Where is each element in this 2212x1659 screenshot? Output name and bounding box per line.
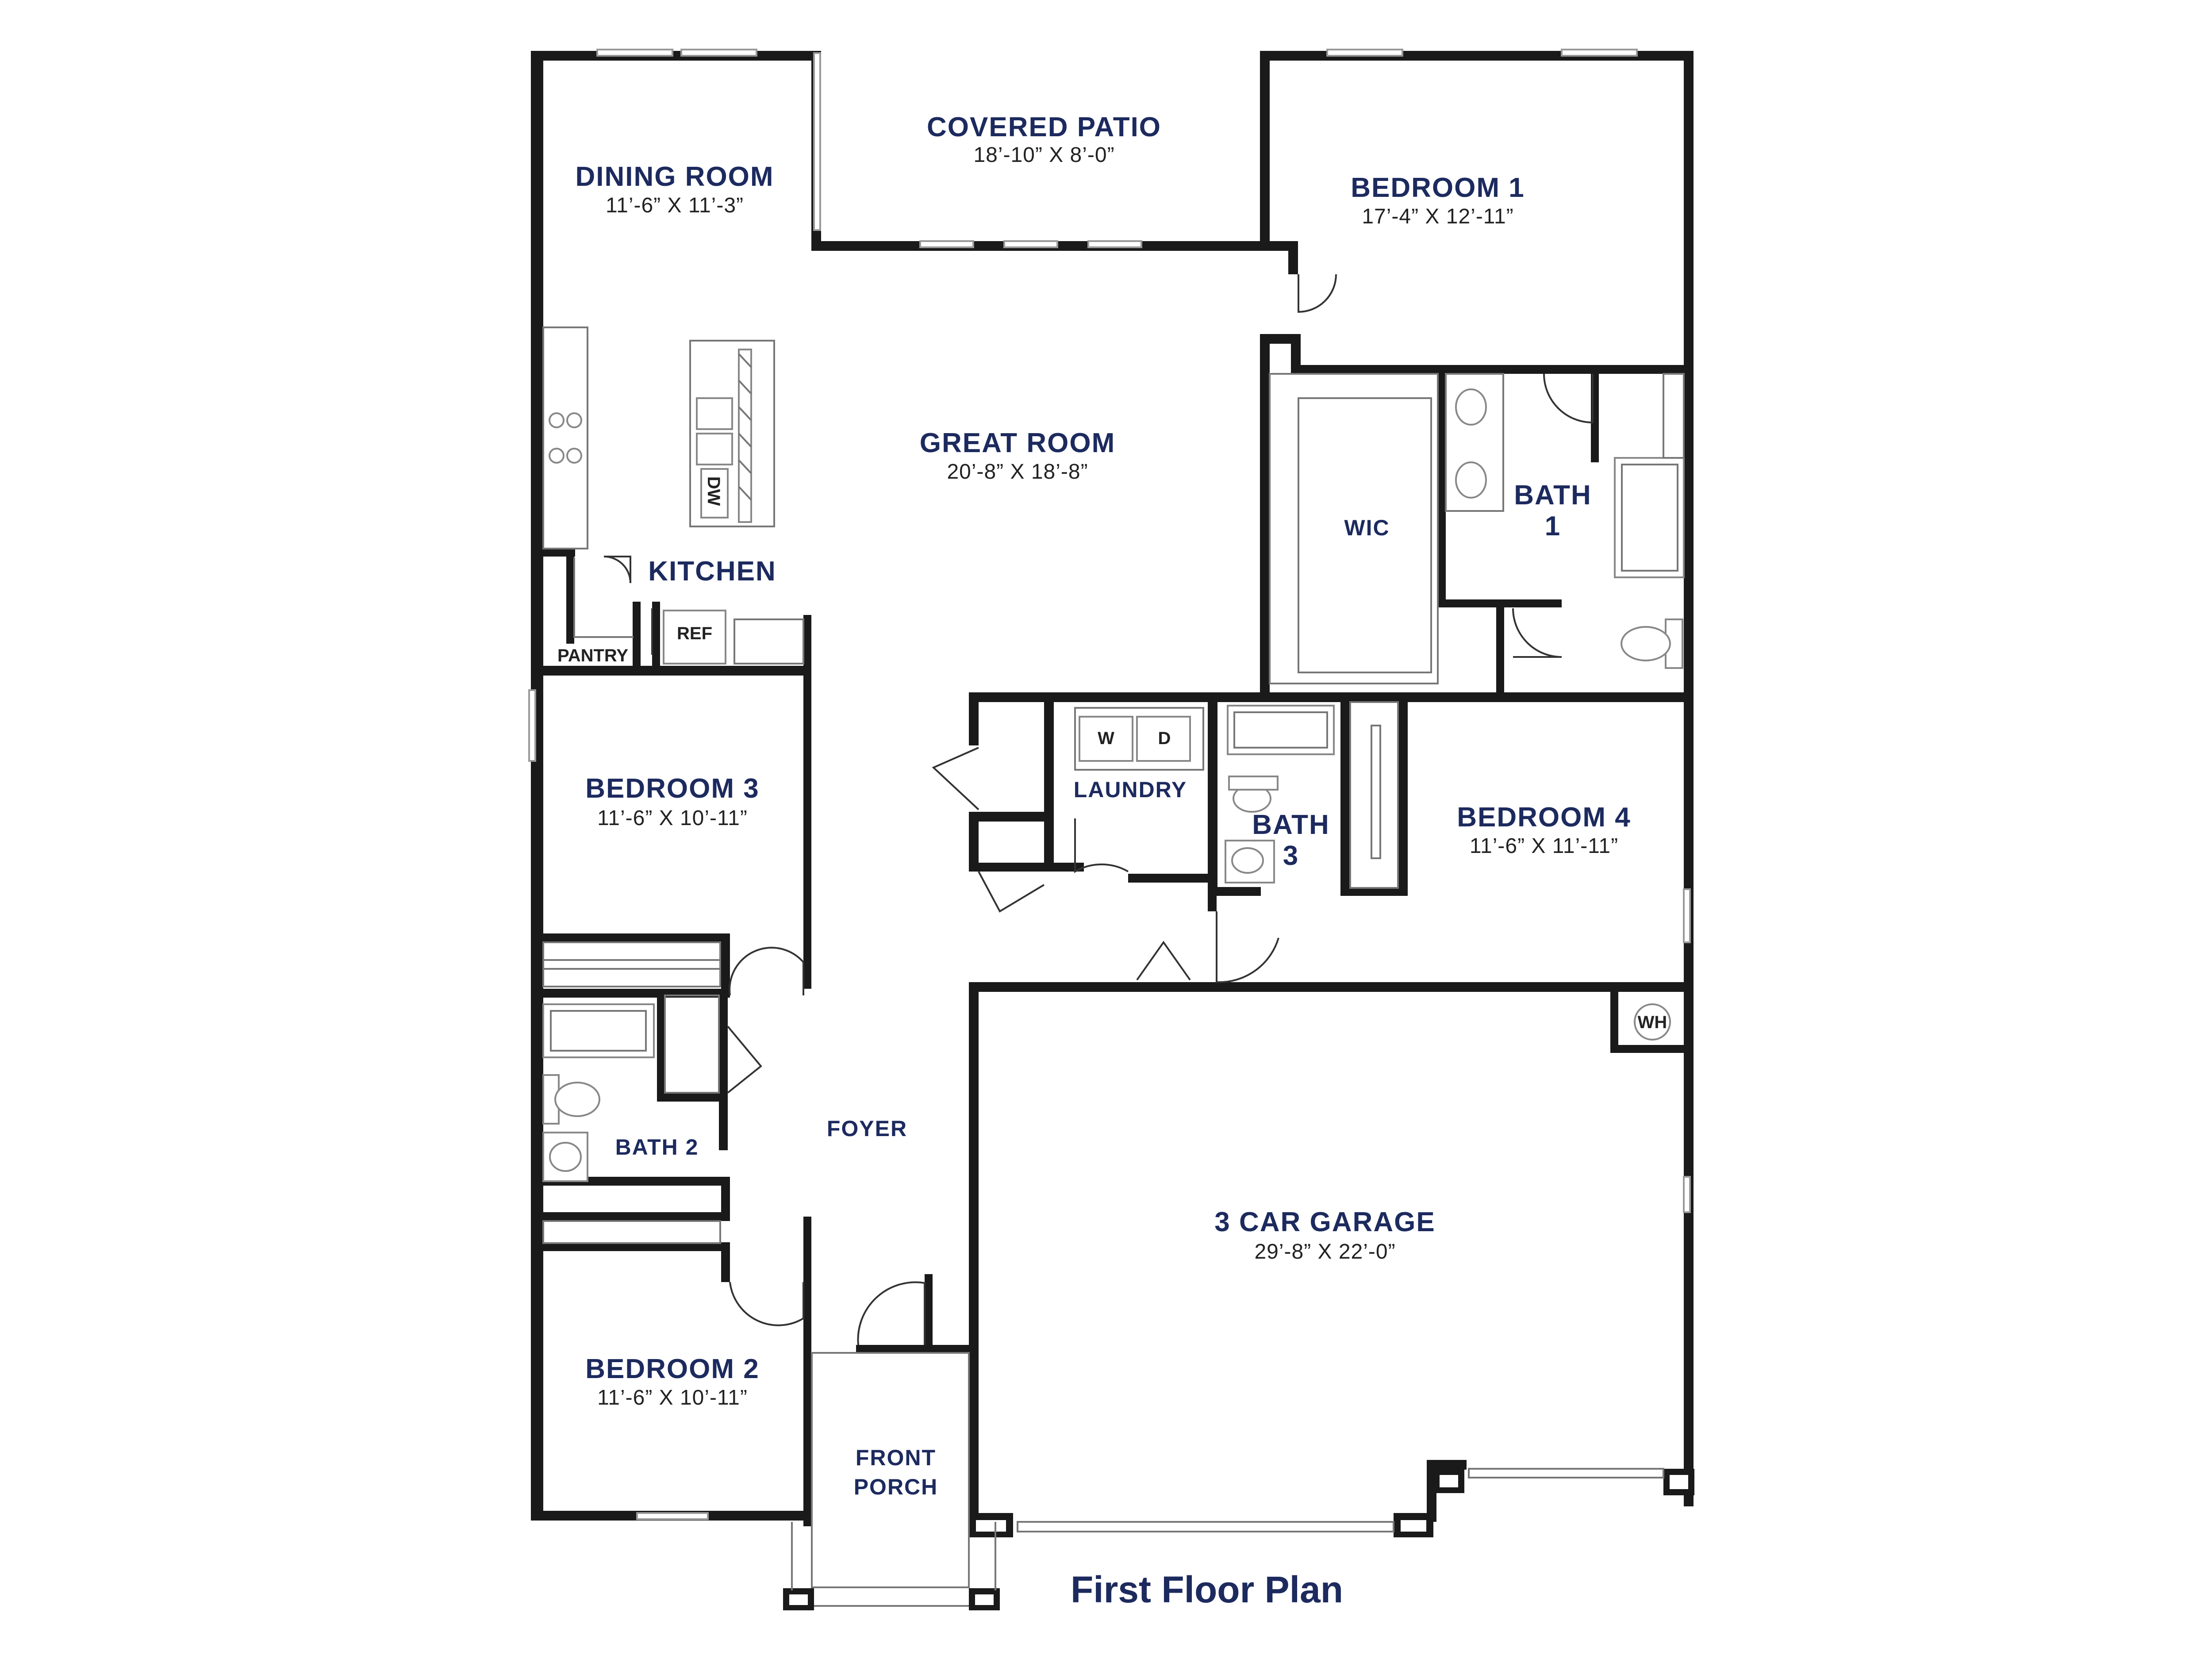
laundry-name: LAUNDRY <box>1074 777 1187 802</box>
bath-1-name: BATH <box>1514 480 1592 511</box>
dining-room-dim: 11’-6” X 11’-3” <box>606 194 744 217</box>
covered-patio-name: COVERED PATIO <box>927 112 1161 142</box>
fixtures-outline <box>542 326 1685 1607</box>
bedroom-4-name: BEDROOM 4 <box>1457 802 1631 833</box>
covered-patio-dim: 18’-10” X 8’-0” <box>973 143 1114 167</box>
kitchen-name: KITCHEN <box>648 556 776 587</box>
bedroom-3-name: BEDROOM 3 <box>585 773 759 804</box>
foyer-name: FOYER <box>827 1116 907 1141</box>
water-heater-label: WH <box>1638 1013 1667 1032</box>
walls <box>531 51 1694 1610</box>
bedroom-2-dim: 11’-6” X 10’-11” <box>597 1386 748 1409</box>
windows <box>528 49 1691 1520</box>
bedroom-2-name: BEDROOM 2 <box>585 1354 759 1384</box>
pantry-name: PANTRY <box>557 646 628 665</box>
front-porch-name: FRONT <box>856 1445 936 1470</box>
washer-label: W <box>1098 729 1114 748</box>
great-room-dim: 20’-8” X 18’-8” <box>947 460 1088 484</box>
bedroom-3-dim: 11’-6” X 10’-11” <box>597 806 748 830</box>
bedroom-4-dim: 11’-6” X 11’-11” <box>1470 834 1618 858</box>
room-labels: DINING ROOM 11’-6” X 11’-3” COVERED PATI… <box>557 112 1667 1610</box>
wic-name: WIC <box>1344 515 1390 540</box>
bedroom-1-name: BEDROOM 1 <box>1351 173 1525 203</box>
dw-label: DW <box>704 476 723 506</box>
dining-room-name: DINING ROOM <box>575 161 774 192</box>
dryer-label: D <box>1158 729 1171 748</box>
door-swings <box>603 274 1594 1345</box>
ref-label: REF <box>677 624 712 643</box>
column-caps <box>789 1475 1688 1605</box>
bath-3-number: 3 <box>1283 841 1299 871</box>
garage-name: 3 CAR GARAGE <box>1214 1207 1435 1237</box>
bedroom-1-dim: 17’-4” X 12’-11” <box>1362 205 1513 228</box>
bath-1-number: 1 <box>1545 511 1561 541</box>
bath-2-name: BATH 2 <box>615 1135 699 1160</box>
great-room-name: GREAT ROOM <box>920 428 1116 458</box>
garage-dim: 29’-8” X 22’-0” <box>1254 1240 1395 1263</box>
bath-3-name: BATH <box>1252 810 1330 840</box>
front-porch-name-2: PORCH <box>854 1475 938 1499</box>
plan-title: First Floor Plan <box>1071 1569 1343 1610</box>
